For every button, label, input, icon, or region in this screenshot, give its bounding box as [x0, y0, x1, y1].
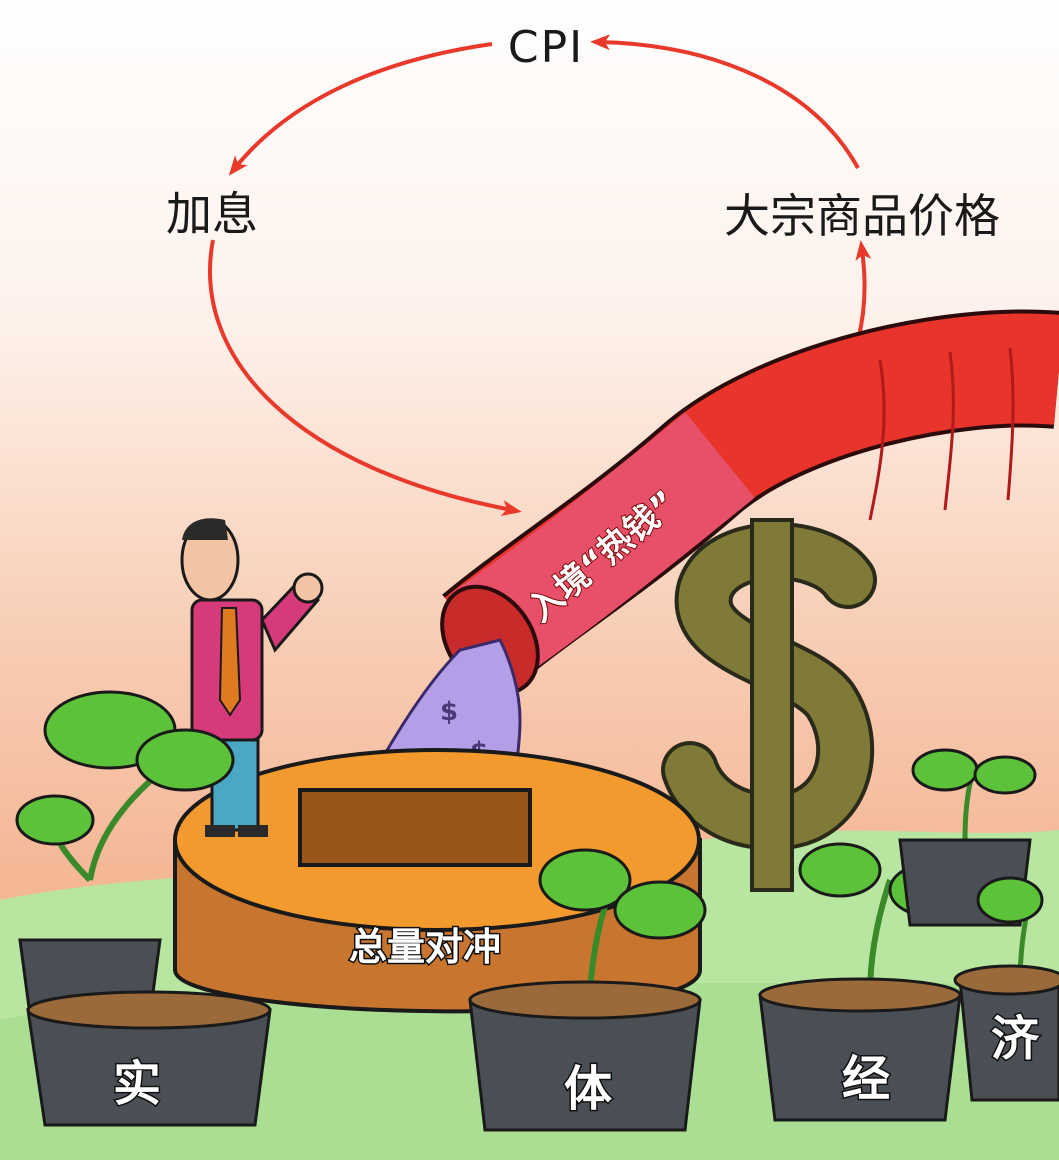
seedling-pot-4: [898, 748, 1059, 1102]
pot-label-1: 实: [113, 1056, 161, 1112]
arrow-cpi-to-rate-hike: [228, 42, 493, 176]
arrow-commodity-to-cpi: [590, 34, 860, 169]
rate-hike-label: 加息: [166, 187, 258, 241]
hose-pipe: [440, 309, 1059, 696]
person-figure: [180, 518, 324, 837]
commodity-prices-label: 大宗商品价格: [724, 189, 1000, 243]
cpi-label: CPI: [508, 22, 584, 73]
seedling-pot-2: [468, 848, 707, 1132]
pot-label-4: 济: [991, 1011, 1040, 1067]
total-hedge-label: 总量对冲: [349, 925, 501, 969]
arrow-rate-hike-to-hot-money: [207, 239, 522, 517]
pot-label-3: 经: [842, 1051, 890, 1107]
seedling-pot-1: [15, 690, 272, 1127]
dollar-sign-icon: [661, 518, 877, 892]
pot-label-2: 体: [564, 1061, 612, 1117]
svg-text:$: $: [440, 697, 458, 727]
